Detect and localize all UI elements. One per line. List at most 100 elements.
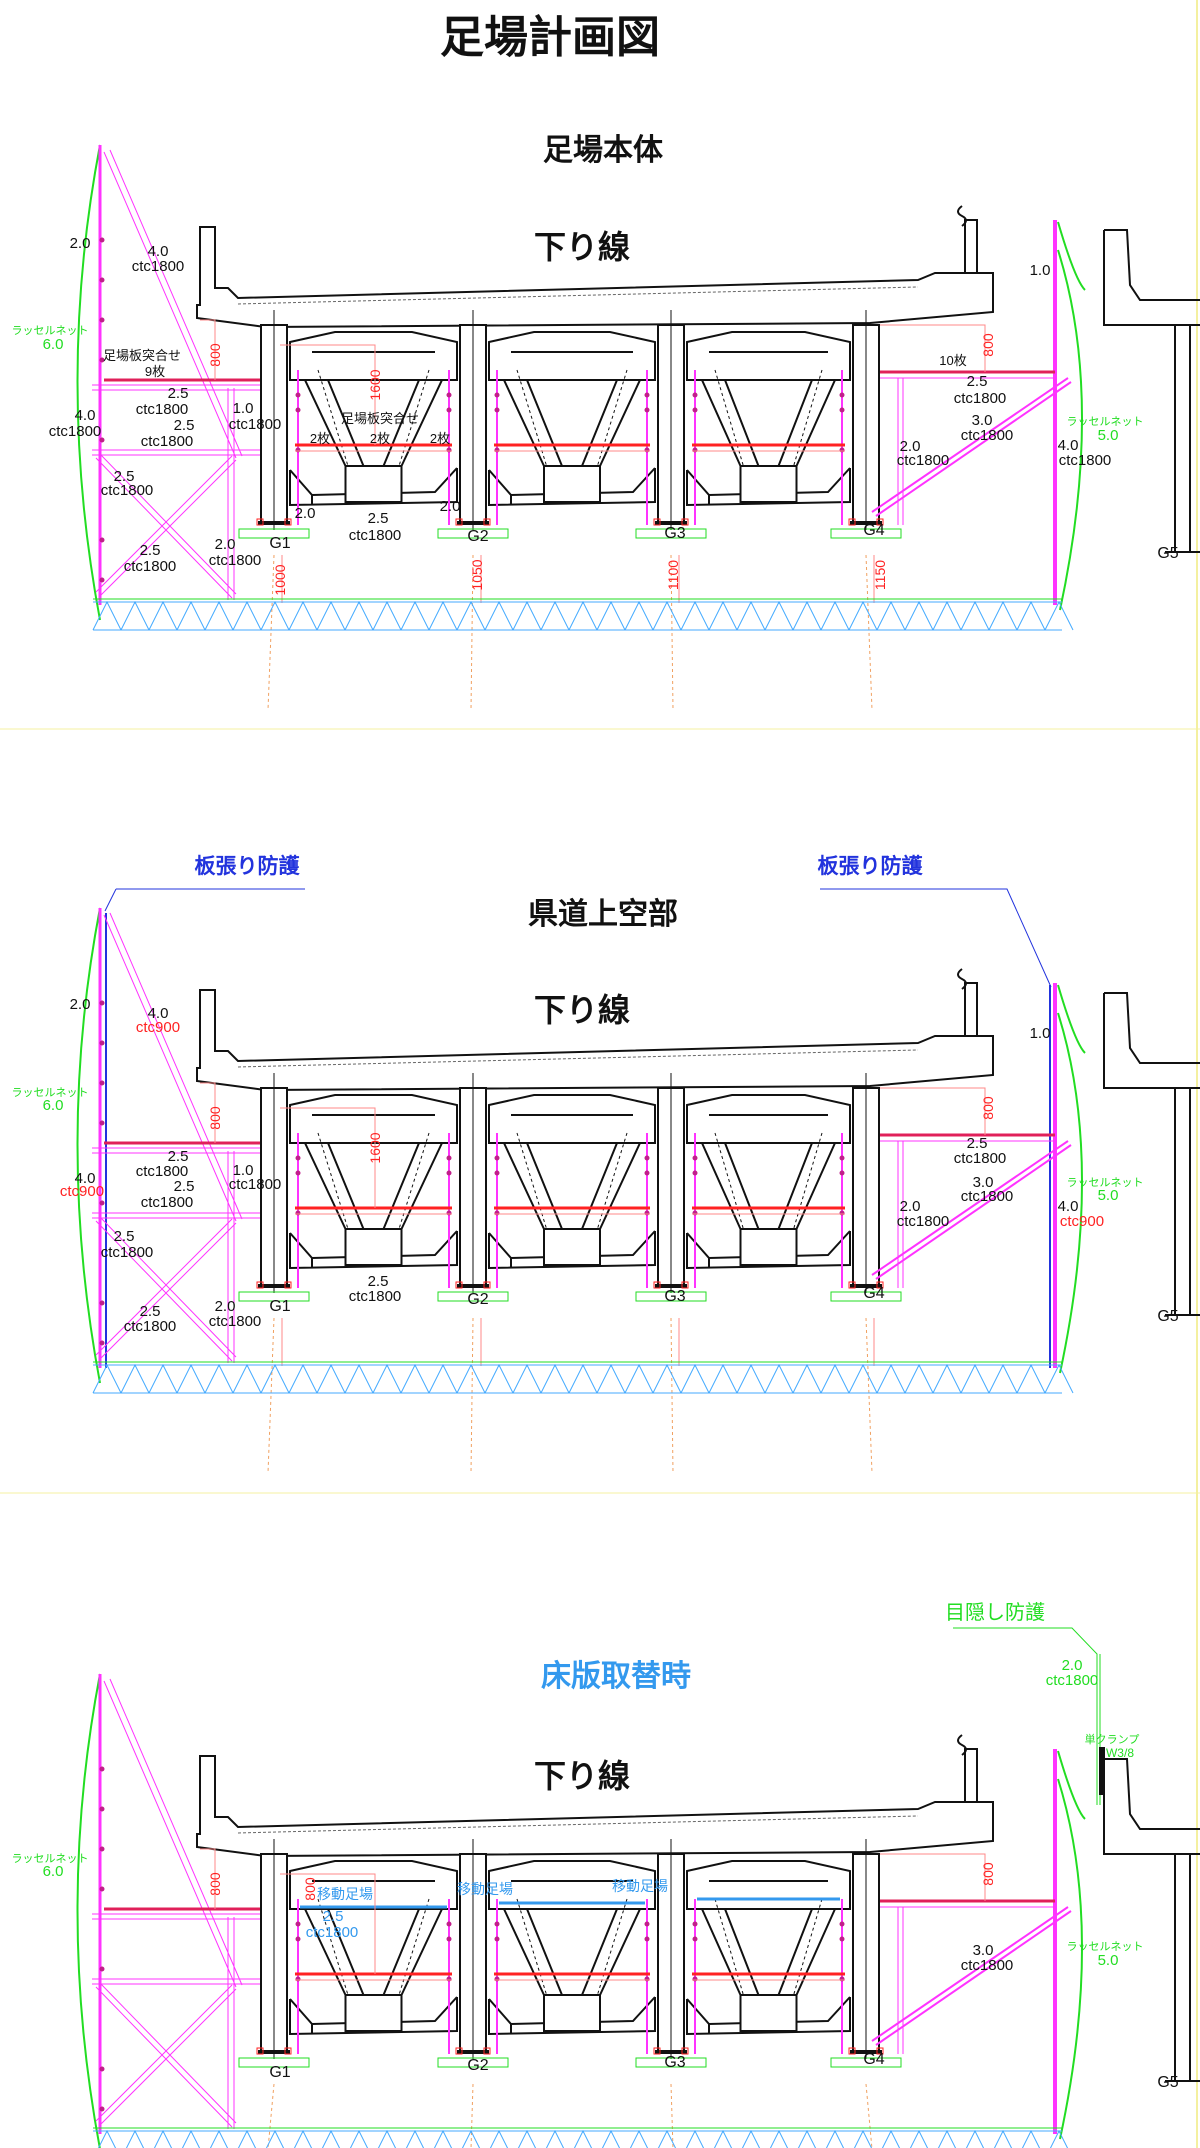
clamp-dot	[295, 392, 301, 398]
clamp-marker	[653, 518, 661, 526]
suspension-line	[670, 1317, 674, 1474]
clamp-dot	[494, 1155, 500, 1161]
dimension-label: 2.0	[440, 498, 461, 515]
scaffold-post	[227, 388, 235, 600]
clamp-marker	[681, 1281, 689, 1289]
cross-frame-top	[488, 331, 656, 381]
clamp-dot	[295, 1921, 301, 1927]
dimension-label: ラッセルネット	[12, 324, 89, 337]
dimension-label: ctc1800	[132, 258, 185, 275]
cross-frame-diagonal	[503, 379, 641, 467]
scaffold-x-brace	[95, 1982, 237, 2128]
clamp-dot	[99, 1080, 105, 1086]
dimension-label: 2.5	[140, 542, 161, 559]
dimension-label: 2.0	[70, 235, 91, 252]
clamp-marker	[681, 518, 689, 526]
clamp-dot	[99, 537, 105, 543]
dimension-label: ctc1800	[141, 1194, 194, 1211]
dimension-label: G2	[467, 2057, 488, 2074]
dimension-label: ctc1800	[306, 1924, 359, 1941]
deck-slab	[196, 1755, 994, 1858]
clamp-marker	[256, 518, 264, 526]
scaffold-beam	[92, 1147, 280, 1154]
dimension-label: 5.0	[1098, 427, 1119, 444]
cross-frame-diagonal	[503, 1142, 641, 1230]
deck-slab	[196, 226, 994, 329]
dimension-label: ctc1800	[124, 558, 177, 575]
dimension-label: 目隠し防護	[945, 1601, 1045, 1624]
clamp-dot	[295, 407, 301, 413]
dimension-label: 800	[302, 1877, 318, 1901]
dimension-line	[880, 1853, 986, 1901]
cross-frame-diagonal	[304, 1908, 443, 1996]
clamp-dot	[99, 1000, 105, 1006]
railing-post	[964, 219, 978, 274]
dimension-label: ラッセルネット	[1067, 1176, 1144, 1189]
line-label: 下り線	[534, 991, 630, 1029]
dimension-label: 1000	[272, 564, 288, 595]
bottom-truss	[92, 600, 1074, 631]
clamp-marker	[876, 1281, 884, 1289]
dimension-label: G5	[1157, 1308, 1178, 1325]
clamp-dot	[494, 1936, 500, 1942]
clamp-dot	[99, 1766, 105, 1772]
dimension-label: 1600	[367, 369, 383, 400]
dimension-label: 6.0	[43, 1863, 64, 1880]
cross-frame-diagonal	[304, 1142, 443, 1230]
scaffold-diagonal	[103, 149, 243, 459]
clamp-dot	[99, 357, 105, 363]
dimension-label: G1	[269, 2064, 290, 2081]
dimension-label: 10枚	[939, 353, 966, 368]
scaffold-diagonal	[871, 377, 1072, 517]
dimension-label: 2.0	[215, 1298, 236, 1315]
dimension-label: 移動足場	[612, 1878, 668, 1894]
cross-frame-top	[488, 1860, 656, 1910]
safety-net-right	[1057, 221, 1086, 611]
line-label: 下り線	[534, 1757, 630, 1795]
clamp-dot	[99, 1040, 105, 1046]
clamp-marker	[848, 2047, 856, 2055]
adjacent-bridge-deck	[1103, 992, 1200, 1089]
railing-post	[964, 982, 978, 1037]
clamp-dot	[839, 407, 845, 413]
dimension-label: G1	[269, 535, 290, 552]
callout-leader	[820, 888, 1052, 988]
dimension-label: 2.5	[323, 1908, 344, 1925]
suspension-line	[670, 2083, 674, 2148]
gusset-plate	[543, 1228, 601, 1266]
clamp-marker	[455, 2047, 463, 2055]
clamp-marker	[284, 518, 292, 526]
dimension-label: ctc1800	[101, 1244, 154, 1261]
scaffold-beam	[92, 384, 280, 391]
cross-frame-top	[289, 1094, 458, 1144]
safety-net-left	[76, 907, 101, 1384]
bearing-clamp	[437, 528, 509, 539]
bearing-clamp	[437, 2057, 509, 2068]
clamp-dot	[99, 277, 105, 283]
dimension-line	[200, 1082, 376, 1208]
clamp-dot	[692, 1210, 698, 1216]
clamp-dot	[446, 1155, 452, 1161]
dimension-label: ctc1800	[349, 527, 402, 544]
suspension-line	[470, 2083, 474, 2148]
scaffold-post	[897, 378, 904, 525]
dimension-label: 2.5	[967, 1135, 988, 1152]
gusset-plate	[543, 1994, 601, 2032]
clamp-dot	[692, 1936, 698, 1942]
clamp-dot	[446, 1170, 452, 1176]
clamp-marker	[284, 2047, 292, 2055]
clamp-dot	[692, 1976, 698, 1982]
clamp-dot	[644, 1170, 650, 1176]
safety-net-left	[76, 144, 101, 621]
clamp-dot	[839, 1155, 845, 1161]
dimension-label: ラッセルネット	[12, 1852, 89, 1865]
bottom-truss	[93, 2129, 1069, 2148]
clamp-dot	[295, 1170, 301, 1176]
railing-post	[964, 1748, 978, 1803]
deck-hidden-line	[237, 286, 919, 305]
dimension-label: 2.5	[174, 1178, 195, 1195]
dimension-label: ラッセルネット	[1067, 415, 1144, 428]
gusset-plate	[344, 1228, 403, 1266]
dimension-label: ctc1800	[141, 433, 194, 450]
clamp-dot	[99, 577, 105, 583]
